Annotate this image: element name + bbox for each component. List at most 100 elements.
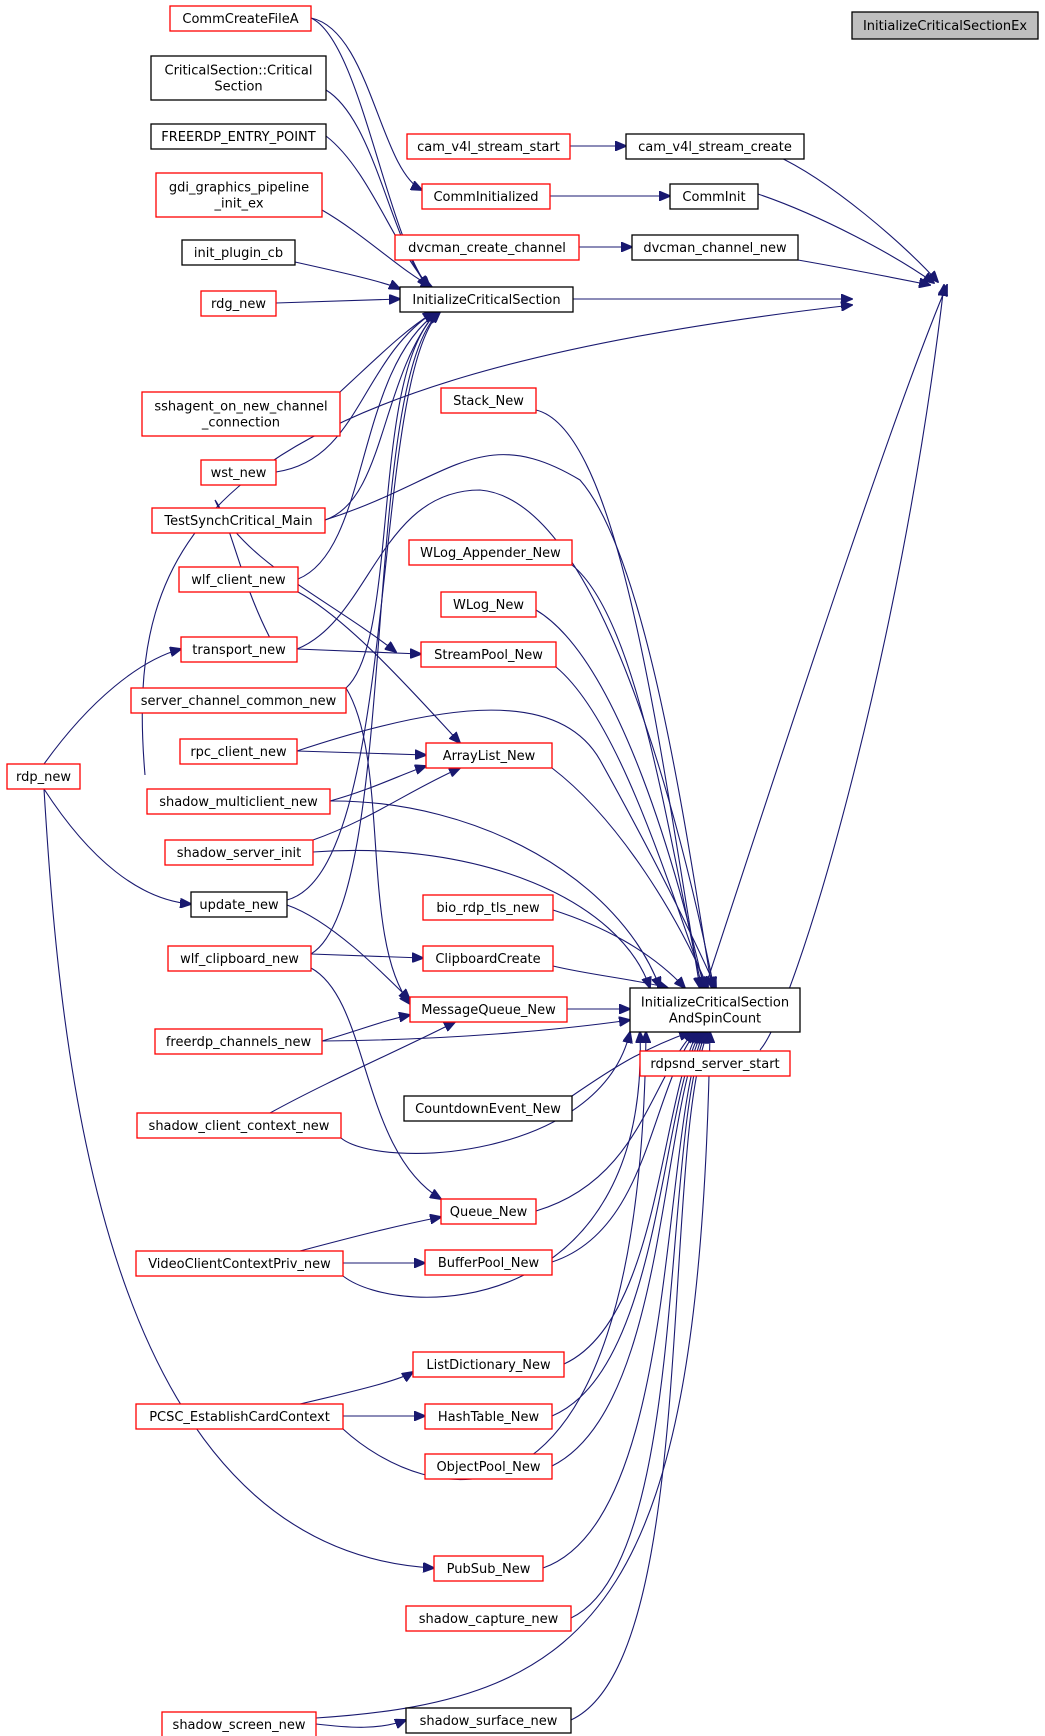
node-label: ArrayList_New xyxy=(443,749,536,764)
edge-wlog_new-to-icsasc xyxy=(535,609,704,988)
node-label: ObjectPool_New xyxy=(436,1460,540,1475)
node-listdict[interactable]: ListDictionary_New xyxy=(412,1351,565,1378)
node-shadow_multi[interactable]: shadow_multiclient_new xyxy=(146,788,331,815)
edge-shadow_capture-to-icsasc xyxy=(570,1032,706,1619)
node-label: rdp_new xyxy=(16,770,71,785)
node-wst_new[interactable]: wst_new xyxy=(200,459,277,486)
node-shadow_client_ctx[interactable]: shadow_client_context_new xyxy=(136,1112,342,1139)
node-wlog_appender[interactable]: WLog_Appender_New xyxy=(408,539,573,566)
edge-streampool-to-icsasc xyxy=(555,666,706,988)
node-box xyxy=(425,742,553,769)
node-shadow_capture[interactable]: shadow_capture_new xyxy=(405,1605,572,1632)
node-rpc_client[interactable]: rpc_client_new xyxy=(179,738,298,765)
node-hashtable[interactable]: HashTable_New xyxy=(424,1403,553,1430)
edge-commcreatefile-to-comminitialized xyxy=(310,17,422,190)
node-comminit[interactable]: CommInit xyxy=(669,183,759,210)
node-update_new[interactable]: update_new xyxy=(190,891,288,918)
node-label: Queue_New xyxy=(450,1205,528,1220)
node-shadow_server_init[interactable]: shadow_server_init xyxy=(164,839,314,866)
node-objectpool[interactable]: ObjectPool_New xyxy=(424,1453,553,1480)
node-cam_create[interactable]: cam_v4l_stream_create xyxy=(625,133,805,160)
node-rdg_new[interactable]: rdg_new xyxy=(200,290,277,317)
node-box xyxy=(180,636,298,663)
node-bufferpool[interactable]: BufferPool_New xyxy=(424,1249,553,1276)
node-wlog_new[interactable]: WLog_New xyxy=(440,591,537,618)
node-cam_start[interactable]: cam_v4l_stream_start xyxy=(406,133,571,160)
node-countdown[interactable]: CountdownEvent_New xyxy=(403,1095,573,1122)
node-wlf_clipboard[interactable]: wlf_clipboard_new xyxy=(167,945,312,972)
node-gdi_pipeline[interactable]: gdi_graphics_pipeline_init_ex xyxy=(155,172,323,218)
node-rdp_new[interactable]: rdp_new xyxy=(6,763,81,790)
node-label: shadow_surface_new xyxy=(420,1714,558,1729)
node-shadow_screen[interactable]: shadow_screen_new xyxy=(161,1711,317,1736)
node-pcsc[interactable]: PCSC_EstablishCardContext xyxy=(135,1403,344,1430)
node-sshagent[interactable]: sshagent_on_new_channel_connection xyxy=(141,391,341,437)
edge-wst_new-to-ics xyxy=(275,312,434,473)
node-pubsub[interactable]: PubSub_New xyxy=(433,1555,544,1582)
node-critsec[interactable]: CriticalSection::CriticalSection xyxy=(150,55,327,101)
node-label: WLog_Appender_New xyxy=(420,546,561,561)
edge-arraylist-to-icsasc xyxy=(551,767,708,988)
node-label: wlf_client_new xyxy=(191,573,286,588)
node-freerdp_channels[interactable]: freerdp_channels_new xyxy=(154,1028,323,1055)
edge-testsynch-to-ics xyxy=(324,312,436,521)
node-label: cam_v4l_stream_start xyxy=(417,140,560,155)
edge-clipboardcreate-to-icsasc xyxy=(552,965,668,988)
node-label: CountdownEvent_New xyxy=(415,1102,561,1117)
node-wlf_client[interactable]: wlf_client_new xyxy=(178,566,299,593)
edge-wlf_clipboard-to-clipboardcreate xyxy=(310,954,423,958)
node-box xyxy=(155,172,323,218)
node-videoclient[interactable]: VideoClientContextPriv_new xyxy=(135,1250,344,1277)
node-shadow_surface[interactable]: shadow_surface_new xyxy=(405,1707,572,1734)
node-ics[interactable]: InitializeCriticalSection xyxy=(399,286,574,313)
node-server_channel[interactable]: server_channel_common_new xyxy=(130,687,347,714)
node-box xyxy=(629,987,801,1033)
edge-rpc_client-to-icsasc xyxy=(296,709,716,988)
edge-shadow_server_init-to-icsasc xyxy=(312,849,650,988)
node-label: shadow_client_context_new xyxy=(149,1119,330,1134)
node-dvcman_new[interactable]: dvcman_channel_new xyxy=(631,234,799,261)
node-arraylist[interactable]: ArrayList_New xyxy=(425,742,553,769)
edge-objectpool-to-icsasc xyxy=(551,1032,702,1467)
node-box xyxy=(150,55,327,101)
edge-testsynch-to-icsasc xyxy=(324,454,712,988)
node-messagequeue[interactable]: MessageQueue_New xyxy=(409,996,568,1023)
node-label: wlf_clipboard_new xyxy=(180,952,299,967)
node-freerdp_entry[interactable]: FREERDP_ENTRY_POINT xyxy=(150,123,327,150)
edge-wlf_clipboard-to-ics xyxy=(310,312,440,955)
node-commcreatefile[interactable]: CommCreateFileA xyxy=(169,5,312,32)
node-box xyxy=(422,894,554,921)
node-box xyxy=(130,687,347,714)
node-transport_new[interactable]: transport_new xyxy=(180,636,298,663)
node-queue_new[interactable]: Queue_New xyxy=(440,1198,537,1225)
edge-transport_new-to-streampool xyxy=(296,648,421,654)
edge-freerdp_channels-to-messagequeue xyxy=(321,1015,410,1042)
node-label: InitializeCriticalSection xyxy=(641,996,789,1011)
node-label: transport_new xyxy=(192,643,286,658)
node-box xyxy=(179,738,298,765)
node-label: HashTable_New xyxy=(438,1410,540,1425)
node-testsynch[interactable]: TestSynchCritical_Main xyxy=(151,507,326,534)
node-box xyxy=(394,234,580,261)
node-dvcman_create[interactable]: dvcman_create_channel xyxy=(394,234,580,261)
node-label: bio_rdp_tls_new xyxy=(436,901,540,916)
edge-dvcman_new-to-icsex xyxy=(797,259,930,285)
node-rdpsnd_start[interactable]: rdpsnd_server_start xyxy=(639,1050,791,1077)
node-clipboardcreate[interactable]: ClipboardCreate xyxy=(422,945,554,972)
node-streampool[interactable]: StreamPool_New xyxy=(420,641,557,668)
node-label: update_new xyxy=(199,898,279,913)
node-comminitialized[interactable]: CommInitialized xyxy=(421,183,551,210)
node-init_plugin[interactable]: init_plugin_cb xyxy=(181,239,296,266)
node-bio_rdp[interactable]: bio_rdp_tls_new xyxy=(422,894,554,921)
node-label: WLog_New xyxy=(453,598,524,613)
node-box xyxy=(200,459,277,486)
node-label: CommCreateFileA xyxy=(182,12,298,27)
node-icsex[interactable]: InitializeCriticalSectionEx xyxy=(851,11,1039,40)
node-box xyxy=(6,763,81,790)
node-stack_new[interactable]: Stack_New xyxy=(440,387,537,414)
node-label: rpc_client_new xyxy=(190,745,287,760)
node-label: TestSynchCritical_Main xyxy=(163,514,312,529)
node-box xyxy=(440,387,537,414)
